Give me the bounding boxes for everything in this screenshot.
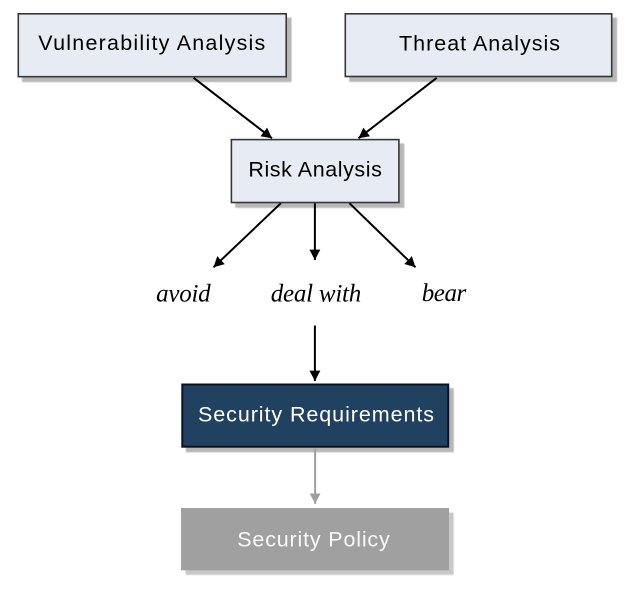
svg-text:Security Policy: Security Policy <box>237 528 390 552</box>
svg-text:Security Requirements: Security Requirements <box>198 403 434 427</box>
svg-text:Risk Analysis: Risk Analysis <box>248 158 382 182</box>
svg-text:bear: bear <box>422 280 467 307</box>
svg-text:Vulnerability Analysis: Vulnerability Analysis <box>38 31 265 55</box>
svg-text:deal with: deal with <box>271 281 362 308</box>
svg-text:avoid: avoid <box>156 281 211 308</box>
svg-text:Threat Analysis: Threat Analysis <box>399 31 560 55</box>
